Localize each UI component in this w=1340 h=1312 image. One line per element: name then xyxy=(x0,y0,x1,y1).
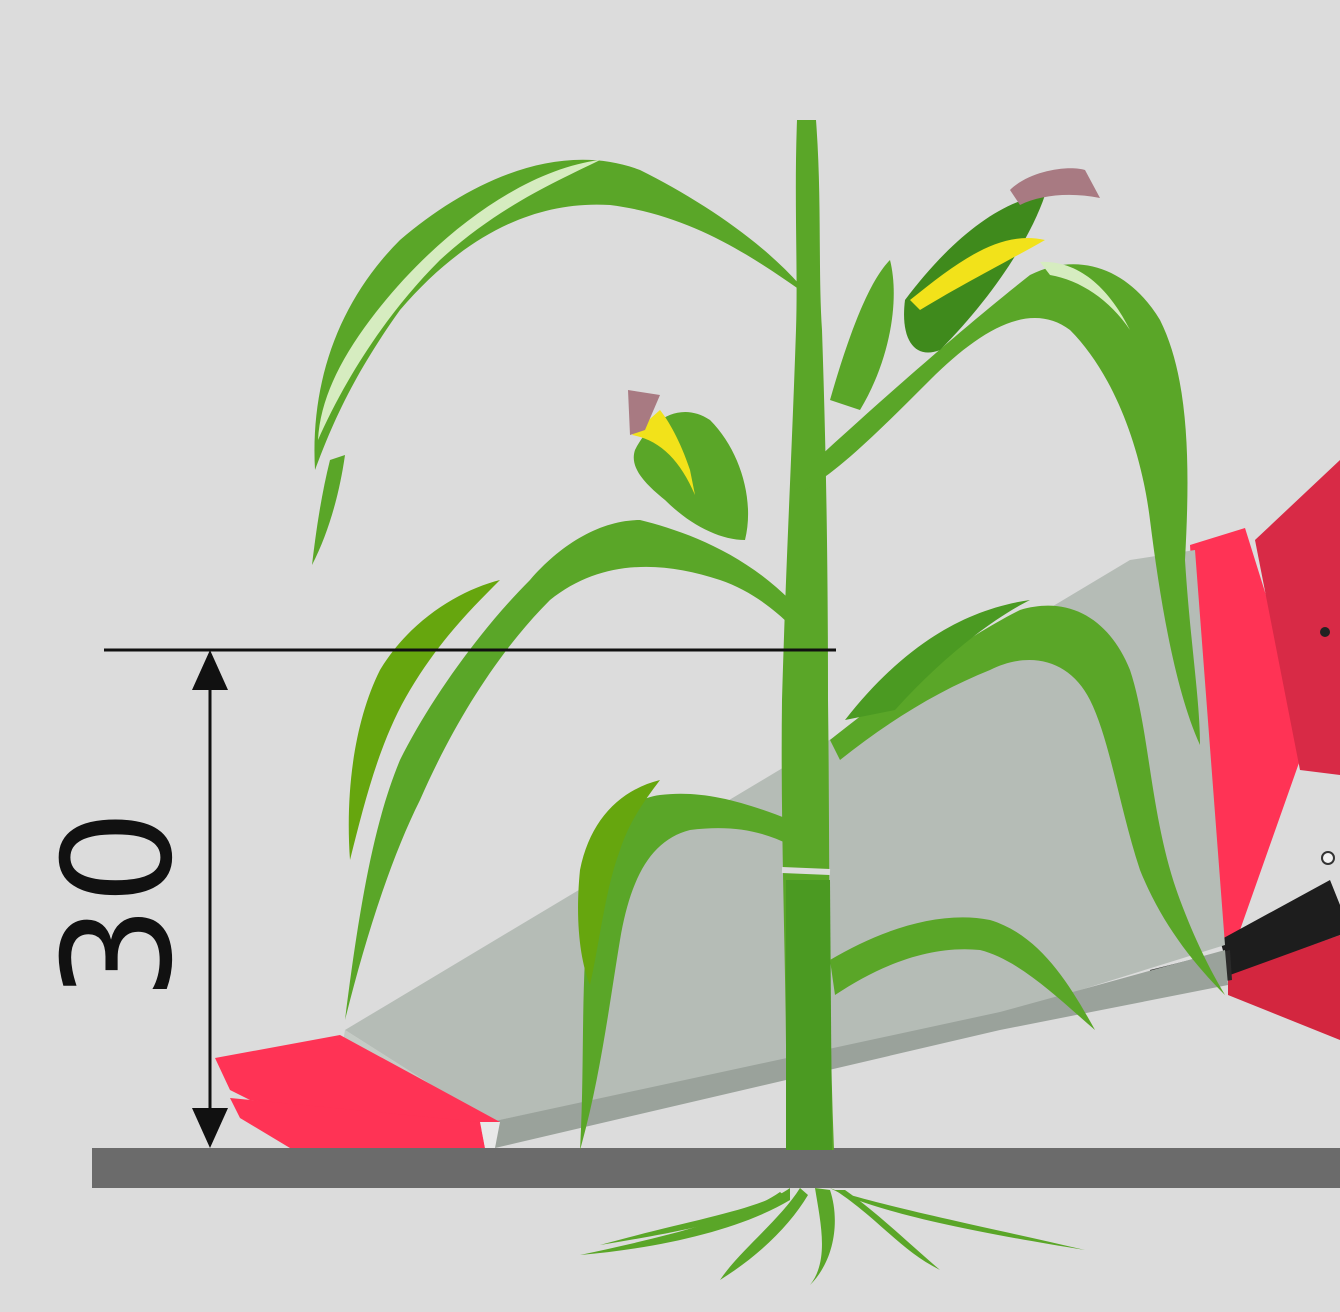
leaf xyxy=(314,159,800,471)
snout-edge xyxy=(480,1122,500,1148)
ground-line xyxy=(92,1148,1340,1188)
header-belt xyxy=(1220,880,1340,975)
corn-silk xyxy=(1010,168,1100,205)
header-snout xyxy=(215,1035,500,1148)
header-bolt xyxy=(1320,627,1330,637)
plant-stalk-shade xyxy=(786,880,832,1150)
leaf xyxy=(830,260,894,410)
leaf-tip xyxy=(312,455,345,565)
leaf xyxy=(830,605,1225,995)
header-side-panel xyxy=(1190,528,1300,945)
header-lower-panel xyxy=(1228,935,1340,1040)
leaf-highlight xyxy=(1040,261,1130,330)
leaf xyxy=(580,793,790,1150)
plant-roots xyxy=(580,1188,1085,1285)
double-arrow-icon xyxy=(192,650,228,1148)
dimension-value: 30 xyxy=(32,810,206,1001)
header-bolt xyxy=(1321,851,1335,865)
leaf xyxy=(805,264,1200,745)
height-dimension: 30 xyxy=(32,648,836,1148)
snout-top xyxy=(215,1035,500,1130)
leaf xyxy=(830,917,1095,1030)
divider-plate-edge xyxy=(490,950,1228,1148)
snout-bottom xyxy=(230,1098,485,1148)
corn-cob xyxy=(632,410,695,495)
leaf xyxy=(348,580,500,860)
leaf xyxy=(345,520,790,1020)
corn-plant xyxy=(312,120,1225,1285)
corn-cob xyxy=(910,238,1045,310)
leaf xyxy=(578,780,660,985)
corn-silk xyxy=(628,390,660,435)
leaf xyxy=(845,600,1030,720)
header-top-panel xyxy=(1255,460,1340,775)
plant-stalk-node xyxy=(781,867,831,875)
